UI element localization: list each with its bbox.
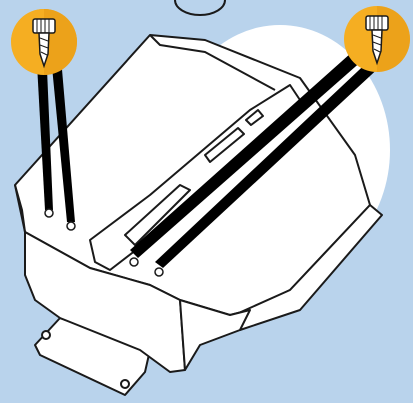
drill-point [155,268,163,276]
drill-point [130,258,138,266]
drill-bit-icon [11,9,77,75]
drill-point [45,209,53,217]
bracket-hole [42,331,50,339]
drill-bit-icon [344,6,410,72]
drill-point [67,222,75,230]
bracket-hole [121,380,129,388]
